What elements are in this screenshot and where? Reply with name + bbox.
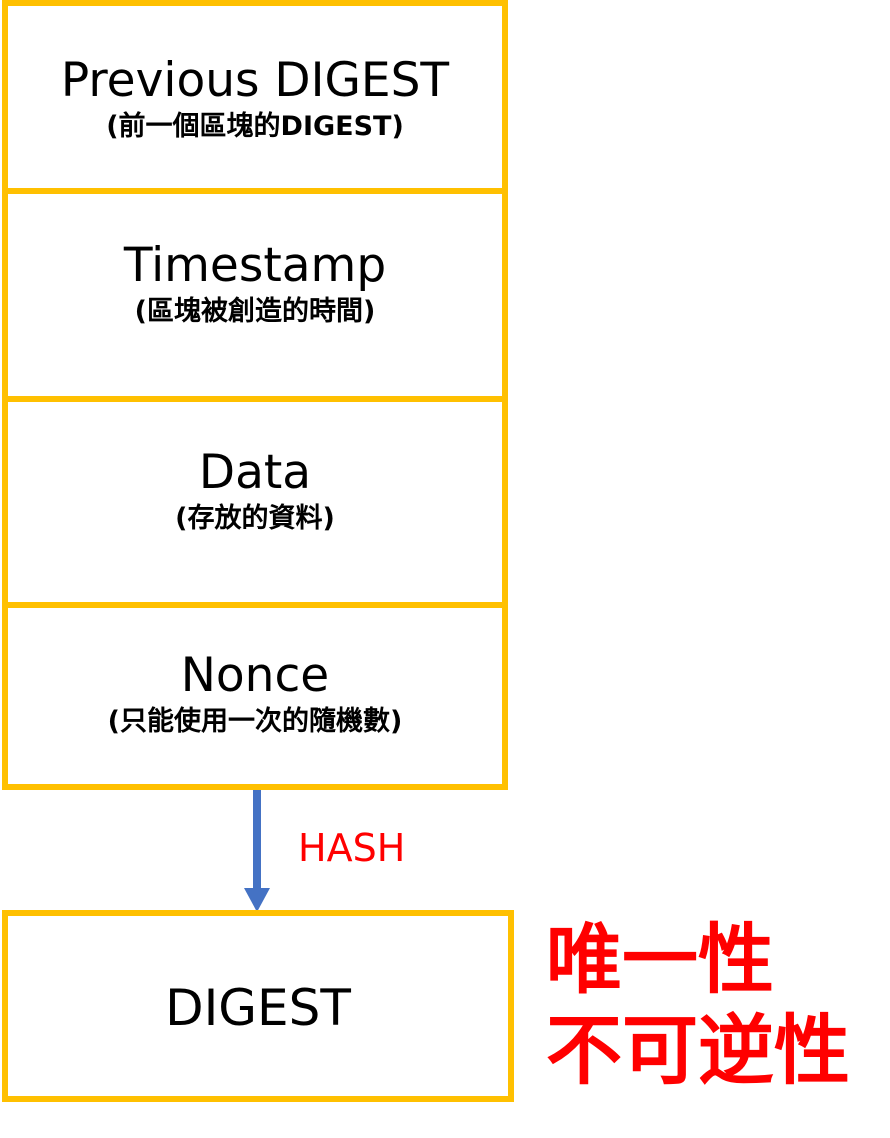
digest-properties: 唯一性 不可逆性 [546, 914, 850, 1096]
data-subtitle: (存放的資料) [175, 502, 335, 534]
property-uniqueness: 唯一性 [546, 915, 774, 1004]
previous-digest-title: Previous DIGEST [60, 52, 450, 108]
hash-arrow-head [244, 888, 270, 912]
previous-digest-block: Previous DIGEST (前一個區塊的DIGEST) [2, 0, 508, 194]
timestamp-block: Timestamp (區塊被創造的時間) [2, 188, 508, 402]
digest-title: DIGEST [165, 978, 351, 1037]
nonce-subtitle: (只能使用一次的隨機數) [107, 705, 403, 737]
property-irreversibility: 不可逆性 [546, 1006, 850, 1096]
timestamp-subtitle: (區塊被創造的時間) [134, 295, 376, 327]
hash-label: HASH [298, 826, 406, 870]
nonce-block: Nonce (只能使用一次的隨機數) [2, 602, 508, 790]
nonce-title: Nonce [180, 647, 330, 703]
digest-block: DIGEST [2, 910, 514, 1102]
timestamp-title: Timestamp [123, 237, 387, 293]
previous-digest-subtitle: (前一個區塊的DIGEST) [106, 110, 404, 142]
data-title: Data [198, 444, 312, 500]
